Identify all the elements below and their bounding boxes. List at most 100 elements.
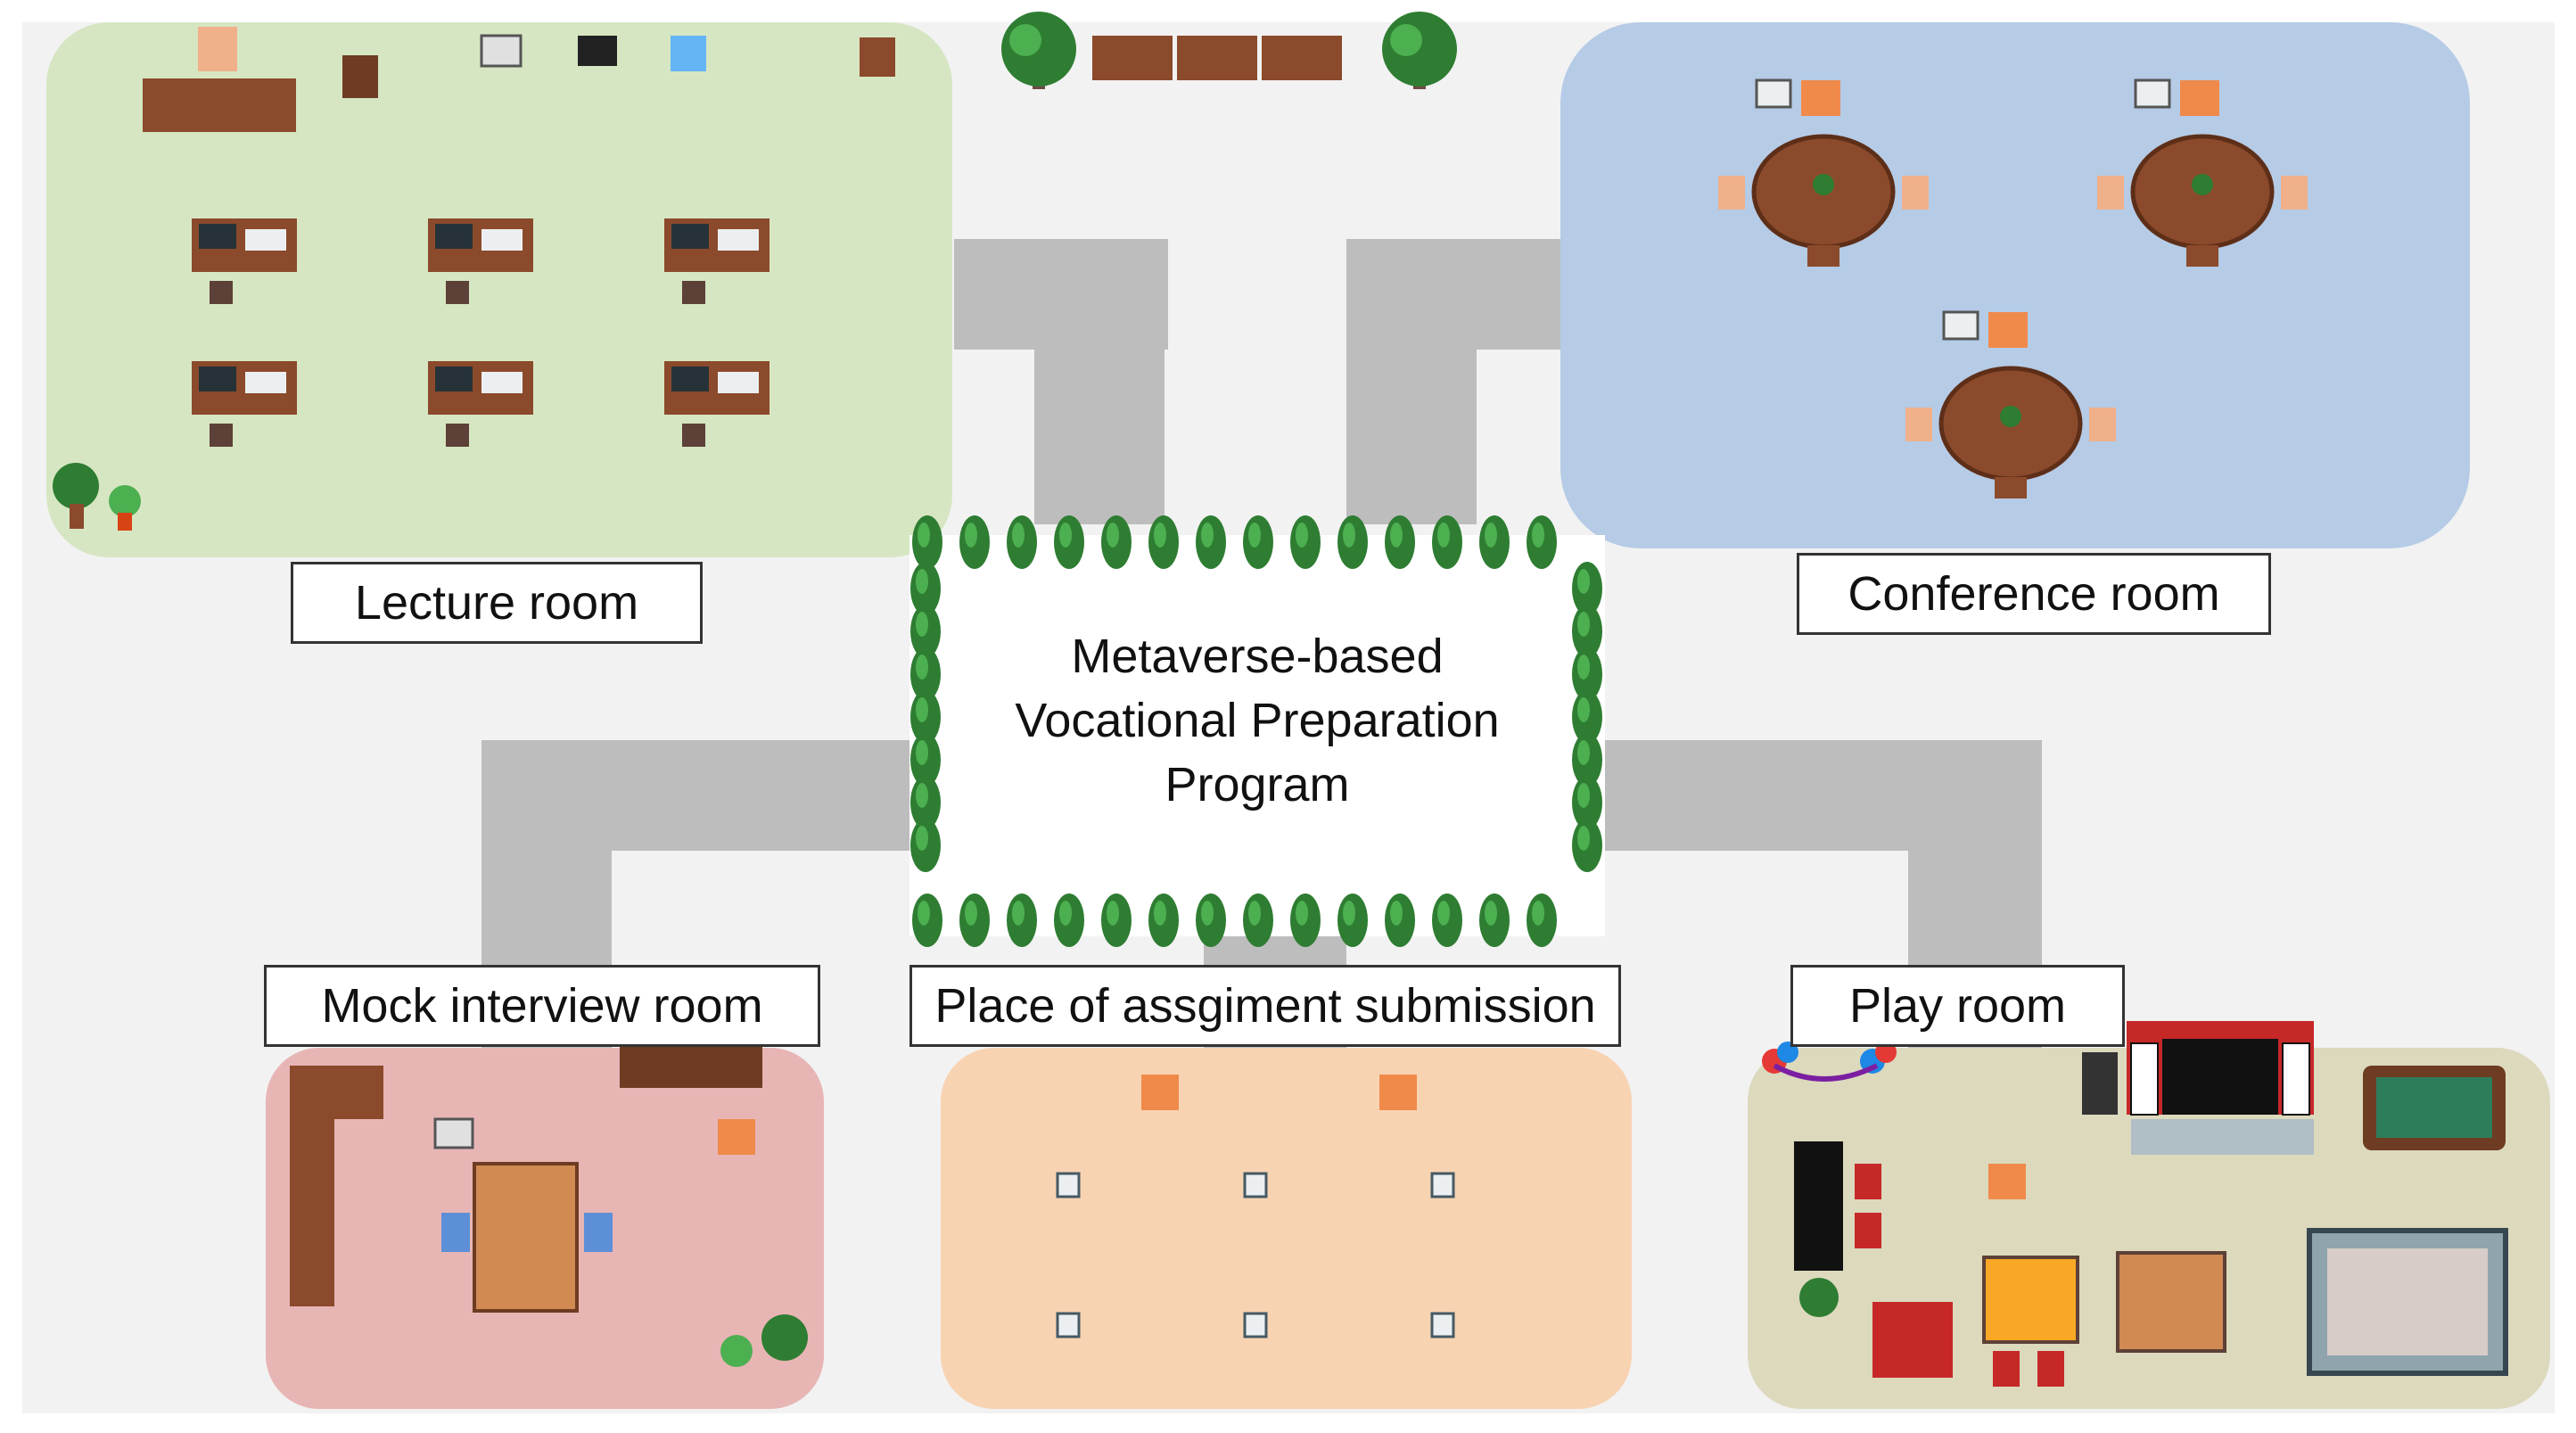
megaphone-icon <box>1141 1075 1179 1110</box>
phone-icon <box>671 36 706 71</box>
plant-icon <box>720 1335 753 1367</box>
assignment-room-label: Place of assgiment submission <box>909 965 1621 1047</box>
shrub-icon <box>1290 515 1321 569</box>
shrub-icon <box>1572 690 1602 744</box>
race-track-stage-icon <box>2127 1021 2314 1155</box>
tree-icon <box>1001 12 1076 89</box>
shrub-icon <box>1243 894 1273 947</box>
chair-icon <box>198 27 237 71</box>
sofa-icon <box>1872 1302 1953 1378</box>
shrub-icon <box>1054 894 1084 947</box>
piano-icon <box>1794 1141 1843 1271</box>
walkway-upper-left-vertical <box>1034 239 1165 524</box>
vending-machine-icon <box>1982 1256 2079 1344</box>
courtyard <box>909 535 1605 936</box>
assignment-room-area <box>941 1048 1632 1409</box>
shrub-icon <box>1101 515 1132 569</box>
reception-desk-top-icon <box>290 1066 383 1119</box>
shrub-icon <box>1337 515 1368 569</box>
shrub-icon <box>1337 894 1368 947</box>
lecture-room-label: Lecture room <box>291 562 703 644</box>
conference-room-label: Conference room <box>1797 553 2271 635</box>
shrub-icon <box>1572 605 1602 658</box>
desk-icon <box>664 218 770 304</box>
shrub-icon <box>910 776 941 829</box>
interview-table-icon <box>473 1162 579 1313</box>
plant-icon <box>761 1314 808 1361</box>
balloons-icon <box>1762 1042 1897 1082</box>
document-icon <box>1430 1312 1455 1338</box>
megaphone-icon <box>1988 1164 2026 1199</box>
chair-icon <box>441 1213 470 1252</box>
desk-icon <box>192 361 297 447</box>
shrub-icon <box>910 647 941 701</box>
program-title: Metaverse-based Vocational Preparation P… <box>936 624 1578 817</box>
shrub-icon <box>1007 515 1037 569</box>
screen-icon <box>433 1117 474 1149</box>
shrub-icon <box>1572 733 1602 787</box>
shrub-icon <box>910 819 941 872</box>
program-title-line-2: Vocational Preparation <box>1015 694 1500 747</box>
document-icon <box>1056 1312 1081 1338</box>
shrub-icon <box>1527 515 1557 569</box>
desk-icon <box>428 361 533 447</box>
shrub-icon <box>959 894 990 947</box>
painting-rug-inner-icon <box>2327 1248 2488 1355</box>
walkway-upper-right-vertical <box>1346 239 1477 524</box>
bench-icon <box>1092 36 1342 80</box>
megaphone-icon <box>1988 312 2028 348</box>
megaphone-icon <box>1379 1075 1417 1110</box>
chair-icon <box>1993 1351 2020 1387</box>
shrub-icon <box>912 894 942 947</box>
round-table-icon <box>1905 310 2116 498</box>
program-title-line-3: Program <box>1165 758 1350 811</box>
shrub-icon <box>959 515 990 569</box>
pool-table-icon <box>2363 1066 2506 1150</box>
play-room-label-text: Play room <box>1848 979 2067 1033</box>
shrub-icon <box>910 733 941 787</box>
assignment-room-furniture <box>1056 1075 1455 1338</box>
shrub-icon <box>1101 894 1132 947</box>
student-desks <box>192 218 770 447</box>
shrub-icon <box>1385 894 1415 947</box>
board-icon <box>860 37 895 77</box>
shrub-icon <box>1479 894 1510 947</box>
shrub-icon <box>1572 562 1602 615</box>
play-room-label: Play room <box>1790 965 2125 1047</box>
desk-icon <box>664 361 770 447</box>
shrub-icon <box>1243 515 1273 569</box>
shrub-icon <box>1572 776 1602 829</box>
program-title-line-1: Metaverse-based <box>1071 630 1444 683</box>
screen-icon <box>480 34 523 68</box>
desk-icon <box>428 218 533 304</box>
shrub-icon <box>910 605 941 658</box>
conference-room-label-text: Conference room <box>1848 567 2220 621</box>
arcade-machine-icon <box>2082 1052 2118 1115</box>
megaphone-icon <box>718 1119 755 1155</box>
shrub-icon <box>1572 647 1602 701</box>
tree-icon <box>1382 12 1457 89</box>
shrub-icon <box>1385 515 1415 569</box>
document-icon <box>1243 1172 1268 1198</box>
lecture-room-furniture <box>53 27 895 531</box>
document-icon <box>1056 1172 1081 1198</box>
shrub-icon <box>1196 894 1226 947</box>
document-icon <box>1243 1312 1268 1338</box>
conference-room-furniture <box>1718 78 2308 498</box>
assignment-room-label-text: Place of assgiment submission <box>934 979 1596 1033</box>
table-icon <box>2116 1251 2226 1353</box>
megaphone-icon <box>1801 80 1840 116</box>
hedge-border <box>910 515 1602 947</box>
shrub-icon <box>1432 515 1462 569</box>
mock-interview-room-label-text: Mock interview room <box>321 979 763 1033</box>
shrub-icon <box>1054 515 1084 569</box>
shrub-icon <box>1572 819 1602 872</box>
shrub-icon <box>1290 894 1321 947</box>
shrub-icon <box>1148 515 1179 569</box>
round-table-icon <box>1718 78 1929 267</box>
chair-icon <box>584 1213 613 1252</box>
lecture-room-area <box>46 22 952 557</box>
megaphone-icon <box>2180 80 2219 116</box>
round-table-icon <box>2097 78 2308 267</box>
